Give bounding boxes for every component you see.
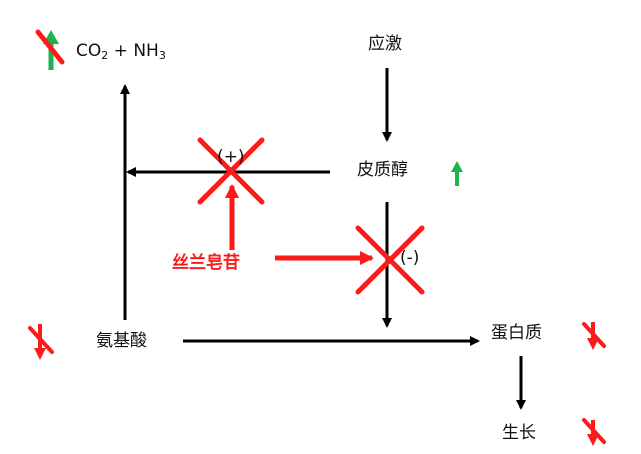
nh3-base: NH <box>133 41 159 61</box>
node-amino-acid: 氨基酸 <box>96 331 147 351</box>
co2-nh3-label: CO2 + NH3 <box>76 40 166 67</box>
co2-subscript: 2 <box>101 49 109 62</box>
down-arrow-icon-growth <box>582 418 606 446</box>
red-x-negative <box>355 225 425 295</box>
green-up-arrow-icon-cortisol <box>451 161 463 186</box>
red-x-positive <box>197 137 265 205</box>
down-arrow-icon-aminoacid <box>28 324 54 360</box>
sign-negative: (-) <box>400 248 420 268</box>
node-growth: 生长 <box>502 423 536 443</box>
node-cortisol: 皮质醇 <box>357 160 408 180</box>
co2-base: CO <box>76 41 102 61</box>
node-stress: 应激 <box>368 34 402 54</box>
nh3-subscript: 3 <box>158 49 166 62</box>
plus-sign: + <box>113 41 128 61</box>
down-arrow-icon-protein <box>582 322 606 350</box>
node-ginsenoside: 丝兰皂苷 <box>172 253 240 273</box>
sign-positive: (+) <box>217 147 245 167</box>
red-slash-icon-co2 <box>35 29 65 65</box>
node-protein: 蛋白质 <box>491 323 542 343</box>
